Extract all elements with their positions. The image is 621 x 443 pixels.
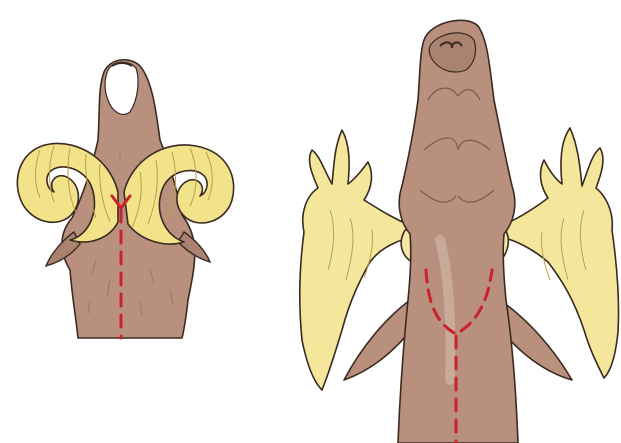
illustration-canvas [0,0,621,443]
illustration-svg [0,0,621,443]
